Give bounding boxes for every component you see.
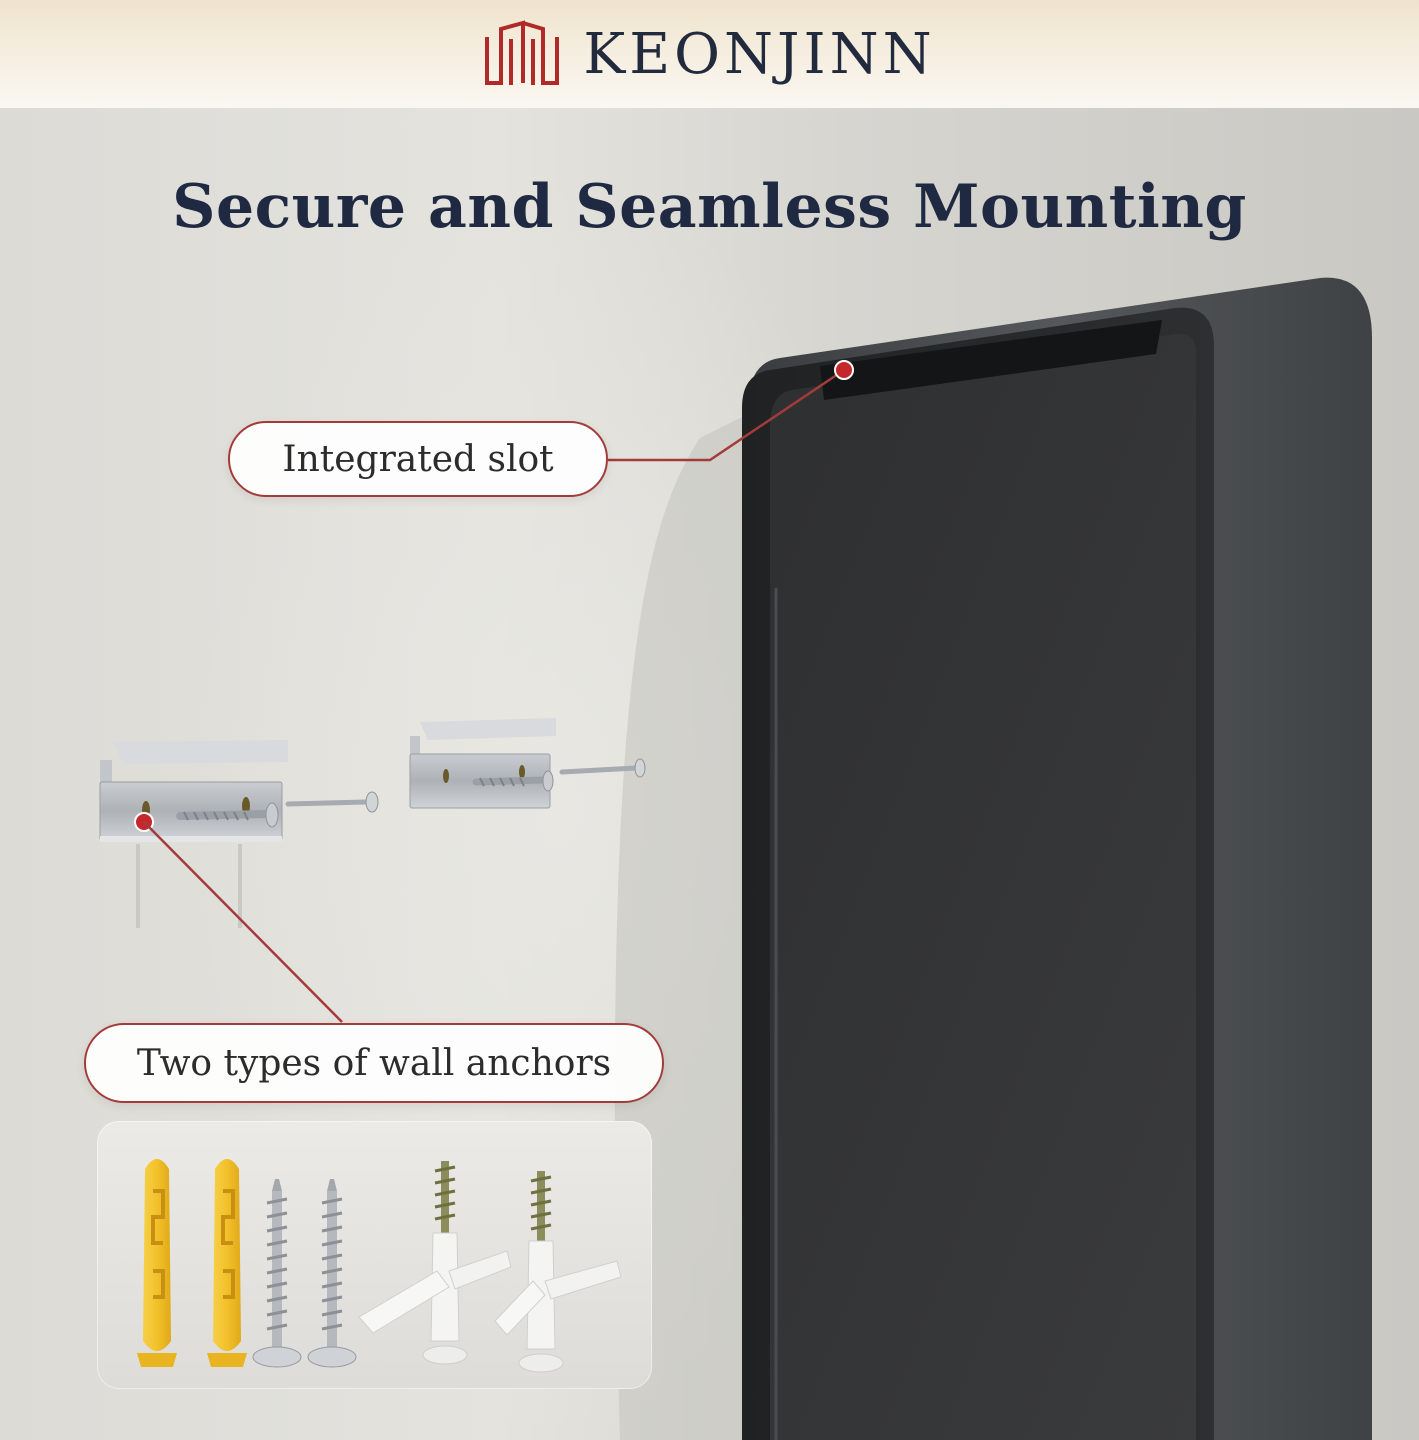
- integrated-slot: [820, 320, 1162, 400]
- hardware-panel: [97, 1121, 652, 1389]
- drywall-anchor: [494, 1171, 622, 1373]
- hardware-illustration: [137, 1159, 622, 1373]
- screw: [252, 1179, 302, 1368]
- mounting-scene: Secure and Seamless Mounting Integrated …: [0, 108, 1419, 1440]
- brand-header: KEONJINN: [0, 0, 1419, 108]
- mirror-glass: [770, 333, 1196, 1440]
- brand-name: KEONJINN: [583, 21, 936, 87]
- logo-mark-icon: [485, 20, 560, 85]
- callout-wall-anchors: Two types of wall anchors: [84, 1023, 664, 1103]
- drywall-anchor: [358, 1161, 512, 1365]
- wall-bracket-left: [99, 740, 379, 928]
- plastic-wall-anchor: [137, 1159, 177, 1367]
- callout-integrated-slot: Integrated slot: [228, 421, 608, 497]
- anchor-leader-line: [143, 821, 343, 1023]
- headline: Secure and Seamless Mounting: [172, 172, 1247, 242]
- slot-marker-dot: [834, 360, 854, 380]
- screw: [307, 1179, 357, 1368]
- wall-bracket-right: [409, 718, 646, 809]
- plastic-wall-anchor: [207, 1159, 247, 1367]
- slot-leader-line: [608, 368, 845, 462]
- scene-illustration: [99, 277, 1372, 1440]
